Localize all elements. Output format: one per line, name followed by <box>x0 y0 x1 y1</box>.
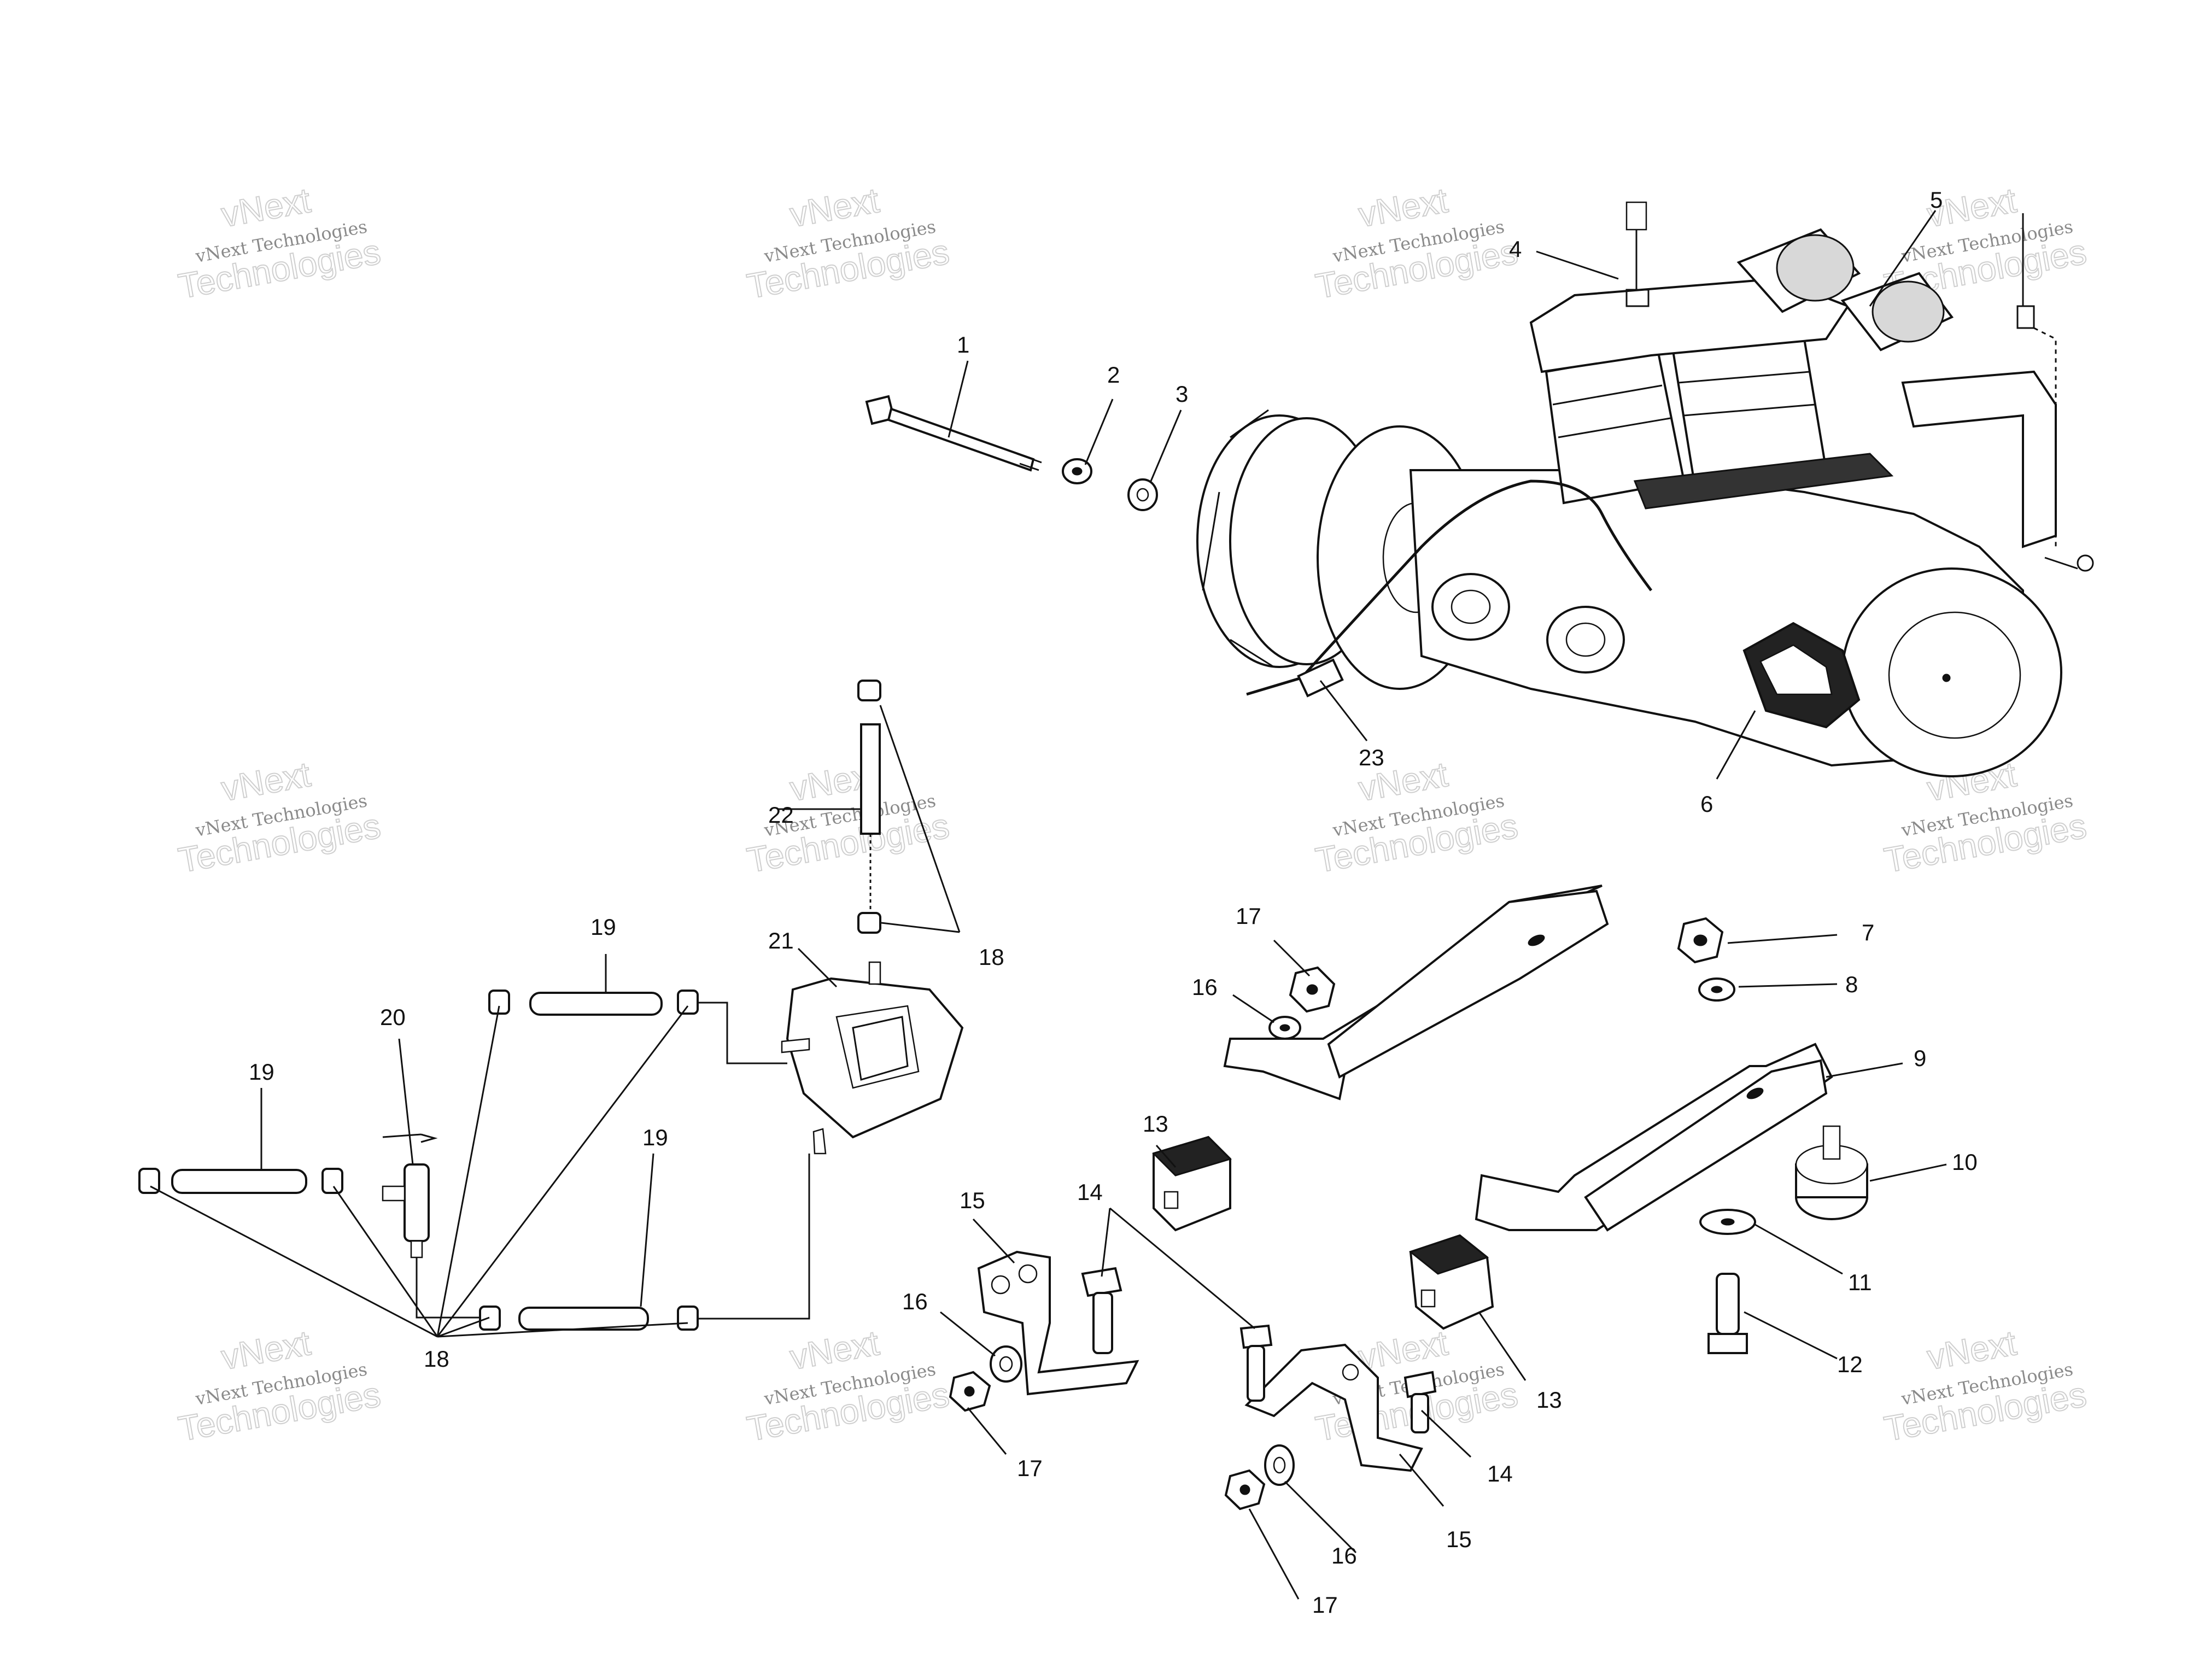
callout-18-bundle: 18 <box>424 1346 449 1372</box>
hose-clamp <box>857 680 881 701</box>
rubber-block-13-lower <box>1408 1234 1494 1330</box>
recoil-cover <box>1841 567 2062 777</box>
harness-connector <box>1297 658 1344 698</box>
drive-clutch <box>1196 409 1483 690</box>
callout-16-bottom: 16 <box>1331 1543 1357 1568</box>
callout-13-upper: 13 <box>1143 1111 1168 1137</box>
callout-6: 6 <box>1700 791 1713 817</box>
callout-4: 4 <box>1509 236 1522 262</box>
watermark: vNext vNext Technologies Technologies <box>175 754 384 881</box>
fuel-hose-19-top <box>529 992 663 1016</box>
callout-3: 3 <box>1176 381 1188 407</box>
callout-22: 22 <box>768 802 794 828</box>
callout-23: 23 <box>1359 745 1384 770</box>
nut-17-top <box>1289 966 1336 1013</box>
watermark: vNext vNext Technologies Technologies <box>1312 754 1521 881</box>
watermark-ghost-top: vNext <box>218 180 313 235</box>
washer-3 <box>1127 478 1158 511</box>
fuel-hose-22 <box>860 723 881 835</box>
engine-assembly <box>1196 201 2094 777</box>
engine-mount-plate-upper <box>1223 885 1609 1101</box>
bracket-15-right <box>1244 1343 1423 1472</box>
rubber-block-13-upper <box>1152 1135 1232 1232</box>
callout-labels: 1 2 3 4 5 6 7 8 9 10 11 12 13 13 14 14 1… <box>249 187 1978 1618</box>
hose-clamp <box>321 1168 343 1194</box>
hose-clamp <box>677 1306 699 1331</box>
watermark-ghost-top: vNext <box>1355 180 1451 235</box>
callout-7: 7 <box>1862 920 1874 945</box>
carburetor-boots <box>1736 228 1954 352</box>
watermark: vNext vNext Technologies Technologies <box>175 180 384 307</box>
callout-12: 12 <box>1837 1351 1863 1377</box>
tuned-pipe-bracket <box>1901 370 2057 548</box>
rubber-mount <box>1795 1125 1868 1220</box>
callout-17-top: 17 <box>1236 903 1261 929</box>
fuel-hose-19-bottom <box>518 1307 649 1331</box>
tee-fitting <box>382 1133 481 1319</box>
callout-19-bottom: 19 <box>642 1125 668 1150</box>
cylinder-head <box>1529 277 1850 373</box>
hose-clamp <box>677 990 699 1015</box>
watermark: vNext vNext Technologies Technologies <box>175 1322 384 1449</box>
hose-clamp <box>857 912 881 934</box>
engine-mount-plate-lower <box>1475 1043 1833 1232</box>
watermark-ghost-top: vNext <box>1924 1323 2019 1377</box>
callout-16-top: 16 <box>1192 974 1218 1000</box>
callout-20: 20 <box>380 1004 406 1030</box>
callout-9: 9 <box>1914 1045 1926 1071</box>
bolt-14-c <box>1403 1371 1437 1433</box>
nut-17-bottom <box>1224 1469 1266 1511</box>
callout-8: 8 <box>1845 971 1858 997</box>
hose-clamp <box>479 1306 501 1331</box>
callout-5: 5 <box>1930 187 1943 213</box>
callout-17-mid: 17 <box>1017 1455 1043 1481</box>
nut-7 <box>1677 917 1724 964</box>
callout-15-upper: 15 <box>960 1187 985 1213</box>
throttle-linkage <box>2016 213 2094 572</box>
bolt-14-b <box>1239 1324 1273 1402</box>
watermark: vNext vNext Technologies Technologies <box>744 754 952 881</box>
callout-1: 1 <box>957 332 969 358</box>
callout-13-lower: 13 <box>1536 1387 1562 1413</box>
nut-17-mid <box>949 1371 991 1412</box>
callout-19-top: 19 <box>590 914 616 940</box>
wiring-harness <box>1246 479 1653 696</box>
bracket-15-left <box>977 1250 1139 1396</box>
callout-10: 10 <box>1952 1149 1978 1175</box>
hose-clamp <box>138 1168 160 1194</box>
fuel-hose-19-left <box>171 1169 307 1194</box>
washer-2 <box>1062 458 1092 484</box>
watermark-ghost-top: vNext <box>787 180 882 235</box>
watermark: vNext vNext Technologies Technologies <box>744 180 952 307</box>
callout-11: 11 <box>1848 1269 1872 1295</box>
cylinders <box>1540 305 1828 505</box>
fuel-pump <box>781 961 964 1155</box>
watermark: vNext vNext Technologies Technologies <box>1312 180 1521 307</box>
watermark-ghost-top: vNext <box>787 1323 882 1377</box>
callout-14-lower: 14 <box>1487 1461 1513 1486</box>
watermark-ghost-top: vNext <box>218 754 313 809</box>
callout-17-bottom: 17 <box>1312 1592 1338 1618</box>
watermark: vNext vNext Technologies Technologies <box>744 1322 952 1449</box>
callout-2: 2 <box>1107 362 1120 388</box>
callout-18-fuel-top: 18 <box>979 944 1004 970</box>
exhaust-manifold <box>1633 453 1894 510</box>
callout-14-upper: 14 <box>1077 1179 1103 1205</box>
callout-19-left: 19 <box>249 1059 274 1085</box>
leader-lines <box>150 210 1947 1600</box>
bolt-12 <box>1707 1273 1748 1354</box>
callout-15-lower: 15 <box>1446 1526 1472 1552</box>
watermark-ghost-top: vNext <box>218 1323 313 1377</box>
temp-sensor <box>1625 201 1650 307</box>
engine-bolt <box>865 395 1042 472</box>
watermark: vNext vNext Technologies Technologies <box>1881 1322 2090 1449</box>
hose-clamp <box>488 990 510 1015</box>
callout-16-mid: 16 <box>902 1289 928 1314</box>
callout-21: 21 <box>768 928 794 953</box>
bolt-14-a <box>1081 1267 1122 1354</box>
